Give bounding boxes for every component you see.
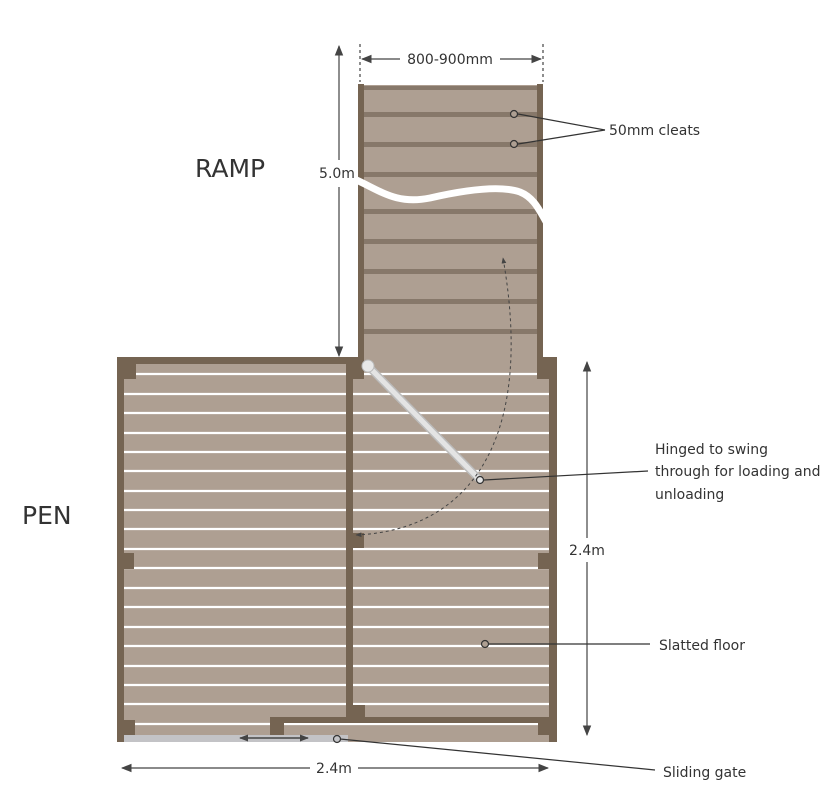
ramp-label: RAMP	[195, 154, 265, 183]
leaders	[332, 109, 656, 771]
ramp-width-dimension: 800-900mm	[407, 52, 493, 68]
ramp-length-dimension: 5.0m	[319, 166, 355, 182]
hinged-callout-line3: unloading	[655, 487, 724, 503]
cleats-callout: 50mm cleats	[609, 123, 700, 139]
pen	[117, 257, 557, 742]
slatted-floor-callout: Slatted floor	[659, 638, 745, 654]
ramp-break	[350, 174, 551, 227]
sliding-gate	[124, 735, 348, 742]
pen-label: PEN	[22, 501, 72, 530]
ramp	[350, 84, 551, 360]
swing-arc	[355, 257, 512, 538]
pen-width-dimension: 2.4m	[316, 761, 352, 777]
hinged-callout-line1: Hinged to swing	[655, 442, 768, 458]
sliding-gate-callout: Sliding gate	[663, 765, 746, 781]
dimensions	[120, 44, 592, 773]
pen-depth-dimension: 2.4m	[569, 543, 605, 559]
hinged-callout-line2: through for loading and	[655, 464, 821, 480]
